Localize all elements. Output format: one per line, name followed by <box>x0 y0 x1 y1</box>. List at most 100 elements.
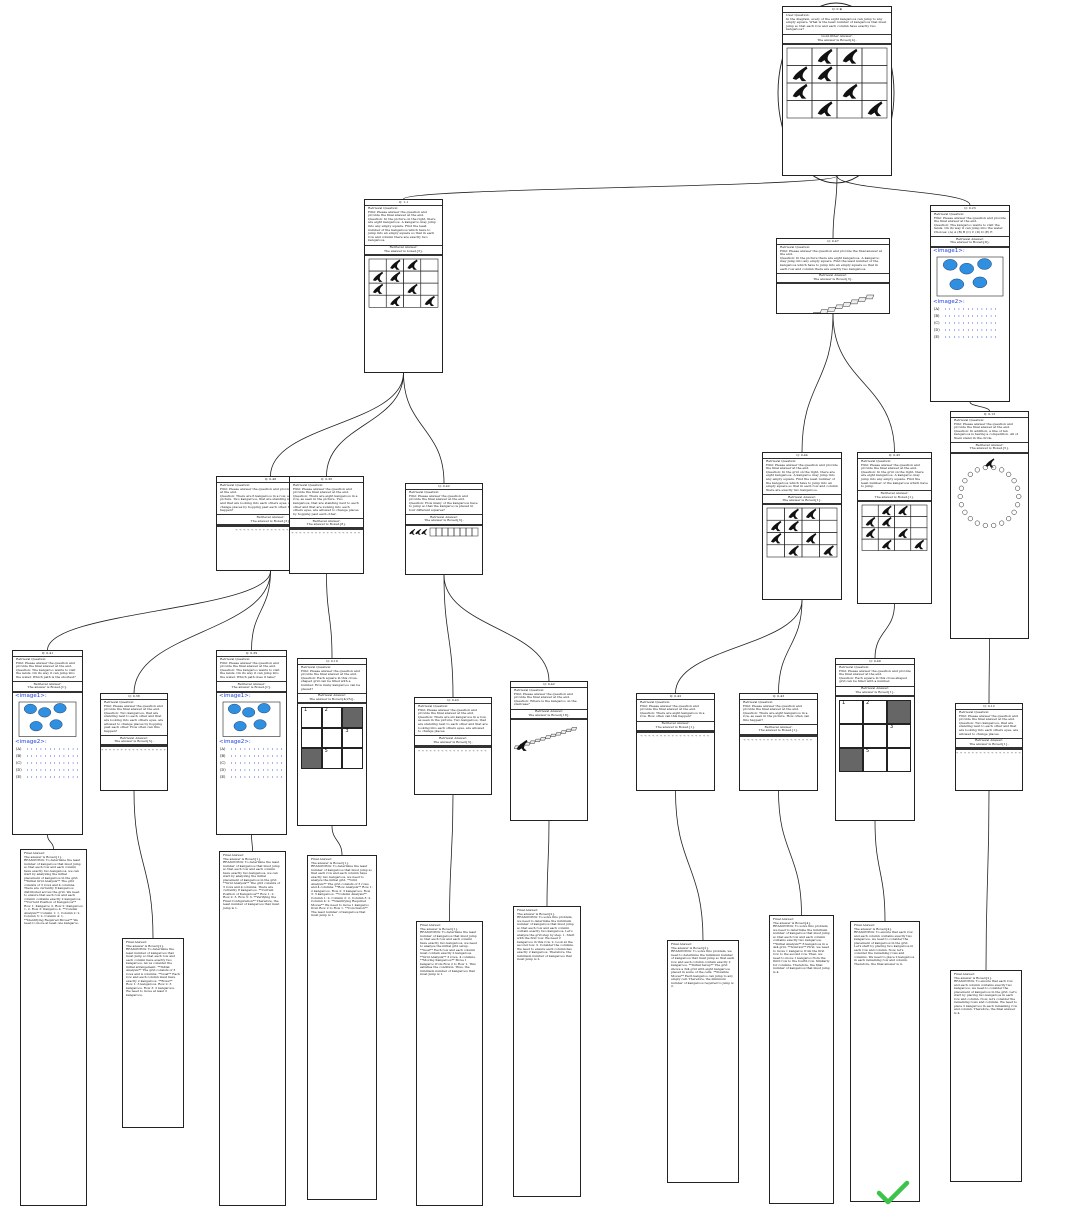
answer-text: The answer is Boxed{5}. <box>114 739 154 744</box>
answer-label: Retrieval Answer: <box>237 681 266 686</box>
retrieval-node: Q: 0-42 Retrieval Question: Hint: Please… <box>405 483 483 575</box>
final-answer-node: Final Answer: The answer is Boxed{4}. RE… <box>769 915 834 1204</box>
question-text: Retrieval Question: Hint: Please answer … <box>293 483 359 516</box>
answer-text: The answer is Boxed{4}. <box>817 37 857 42</box>
question-text: Retrieval Question: Hint: Please answer … <box>954 418 1019 441</box>
grid-cell: 1 <box>301 707 322 728</box>
question-text: Retrieval Question: Hint: Please answer … <box>959 710 1019 736</box>
question-text: Retrieval Question: Hint: Please answer … <box>780 245 883 271</box>
question-text: Retrieval Question: Hint: Please answer … <box>766 459 838 492</box>
answer-text: The answer is Boxed{4(25)}. <box>309 696 355 701</box>
answer-text: The answer is Boxed{1}. <box>874 494 915 499</box>
root-question-node: Q: 0 ⊕ User Question: In the diagram, ev… <box>782 6 892 176</box>
node-figure: ⌁⌁⌁⌁⌁⌁⌁⌁⌁⌁⌁⌁⌁⌁⌁⌁⌁⌁ <box>956 748 1022 756</box>
arrow-sequence: ↑↑↑↑↑↑↑↑↑↑↑↑ <box>943 314 999 319</box>
retrieval-node: Q: 0-43 Retrieval Question: Hint: Please… <box>739 693 818 791</box>
grid-cell <box>839 723 863 748</box>
tree-edge <box>988 638 990 704</box>
answer-text: The answer is Boxed{5}. <box>969 446 1010 451</box>
arrow-sequence: ↑↑↑↑↑↑↑↑↑↑↑↑ <box>25 768 81 773</box>
row-squares-figure <box>409 527 479 536</box>
choice-label: (B) <box>934 313 940 318</box>
tree-edge <box>675 790 704 941</box>
choice-label: (C) <box>16 760 22 765</box>
final-answer-node: Final Answer: The answer is Boxed{2}. RE… <box>667 940 739 1183</box>
answer-block: Retrieval Answer: The answer is Boxed{3}… <box>217 514 324 525</box>
retrieval-node: Q: 0-39 Retrieval Question: Hint: Please… <box>216 650 287 835</box>
node-figure: ⌁⌁⌁⌁⌁⌁⌁⌁⌁⌁⌁⌁⌁⌁⌁⌁⌁⌁ <box>217 524 324 533</box>
grid-cell: 3 <box>887 723 911 748</box>
tree-edge <box>326 573 333 659</box>
answer-block: Retrieval Answer: The answer is Boxed{1}… <box>836 685 914 696</box>
kangaroo-row-strip: ⌁⌁⌁⌁⌁⌁⌁⌁⌁⌁⌁⌁⌁⌁⌁⌁⌁⌁ <box>415 746 491 754</box>
tree-edge <box>546 820 550 907</box>
question-text: Retrieval Question: Hint: Please answer … <box>104 700 164 733</box>
node-figure <box>783 43 891 123</box>
tree-edge <box>251 834 253 852</box>
answer-block: Retrieval Answer: The answer is Boxed{4(… <box>298 692 366 704</box>
grid-cell <box>342 707 363 728</box>
answer-label: Retrieval Answer: <box>661 721 690 726</box>
kangaroo-icon <box>770 521 782 532</box>
answer-text: The answer is Boxed{D}. <box>950 240 990 245</box>
node-figure: <image1>: <image2>: (A) ↑↑↑↑↑↑↑↑↑↑↑↑ (B)… <box>13 691 82 782</box>
arrow-sequence: ↑↑↑↑↑↑↑↑↑↑↑↑ <box>25 775 81 780</box>
answer-block: Retrieval Answer: The answer is Boxed{1}… <box>740 724 817 735</box>
kangaroo-grid-figure <box>861 504 928 551</box>
node-id: Q: 0-49 <box>836 659 914 665</box>
node-figure <box>511 718 587 754</box>
retrieval-node: Q: 0-49 Retrieval Question: Hint: Please… <box>835 658 915 821</box>
kangaroo-row-strip: ⌁⌁⌁⌁⌁⌁⌁⌁⌁⌁⌁⌁⌁⌁⌁⌁⌁⌁ <box>637 731 714 739</box>
answer-text: The answer is Boxed{1}. <box>855 689 895 694</box>
answer-block: Retrieval Answer: The answer is Boxed{C}… <box>217 681 286 692</box>
final-answer-node: Final Answer: The answer is Boxed{1}. RE… <box>20 849 87 1206</box>
grid-cell: 3 <box>342 727 363 749</box>
final-answer-node: Final Answer: The answer is Boxed{2}. RE… <box>122 938 184 1128</box>
choice-label: (E) <box>934 334 940 339</box>
kangaroo-icon <box>415 528 422 535</box>
tree-edge <box>874 820 886 922</box>
answer-label: Retrieval Answer: <box>119 735 149 740</box>
question-text: Retrieval Question: Hint: Please answer … <box>514 688 577 707</box>
answer-label: Retrieval Answer: <box>534 709 564 714</box>
retrieval-node: Q: 0-47 Retrieval Question: Hint: Please… <box>776 238 890 314</box>
arrow-sequence: ↑↑↑↑↑↑↑↑↑↑↑↑ <box>229 754 285 759</box>
tree-edge <box>801 313 834 453</box>
kangaroo-icon <box>881 505 892 515</box>
kangaroo-icon <box>516 739 528 751</box>
answer-block: Retrieval Answer: The answer is Boxed{1}… <box>858 490 931 501</box>
answer-label: Retrieval Answer: <box>787 494 817 499</box>
tree-edge <box>832 175 838 239</box>
kangaroo-icon <box>898 505 908 515</box>
node-id: Q: 0-39 <box>217 651 286 657</box>
node-figure <box>763 504 841 562</box>
kangaroo-row-strip: ⌁⌁⌁⌁⌁⌁⌁⌁⌁⌁⌁⌁⌁⌁⌁⌁⌁⌁ <box>217 525 324 533</box>
tree-edge <box>403 175 838 200</box>
choice-label: (D) <box>16 767 22 772</box>
grid-cell <box>887 747 911 772</box>
image2-label: <image2>: <box>15 739 47 746</box>
question-text: User Question: In the diagram, every of … <box>786 13 887 32</box>
node-id: Q: 0-48 <box>217 477 324 483</box>
kangaroo-icon <box>898 527 908 538</box>
arrow-sequence: ↑↑↑↑↑↑↑↑↑↑↑↑ <box>25 754 81 759</box>
grid-cell: 5 <box>321 748 343 770</box>
tree-edge <box>832 313 895 453</box>
choice-label: (E) <box>16 774 22 779</box>
answer-block: Retrieval Answer: The answer is Boxed{1}… <box>956 737 1022 749</box>
lands-map-figure <box>18 701 77 737</box>
kangaroo-icon <box>865 527 876 538</box>
retrieval-node: Q: 0-42 Retrieval Question: Hint: Please… <box>510 681 588 821</box>
grid-cell <box>342 748 363 770</box>
arrow-sequence: ↑↑↑↑↑↑↑↑↑↑↑↑ <box>943 335 999 340</box>
tree-edge <box>874 603 895 659</box>
arrow-sequence: ↑↑↑↑↑↑↑↑↑↑↑↑ <box>229 761 285 766</box>
choice-label: (E) <box>220 774 226 779</box>
question-text: Retrieval Question: Hint: Please answer … <box>409 490 478 513</box>
kangaroo-icon <box>792 83 808 99</box>
node-figure: ⌁⌁⌁⌁⌁⌁⌁⌁⌁⌁⌁⌁⌁⌁⌁⌁⌁⌁ <box>290 528 363 536</box>
image1-label: <image1>: <box>15 692 47 699</box>
node-id: Q: 0-43 <box>415 698 491 704</box>
kangaroo-icon <box>372 271 384 282</box>
